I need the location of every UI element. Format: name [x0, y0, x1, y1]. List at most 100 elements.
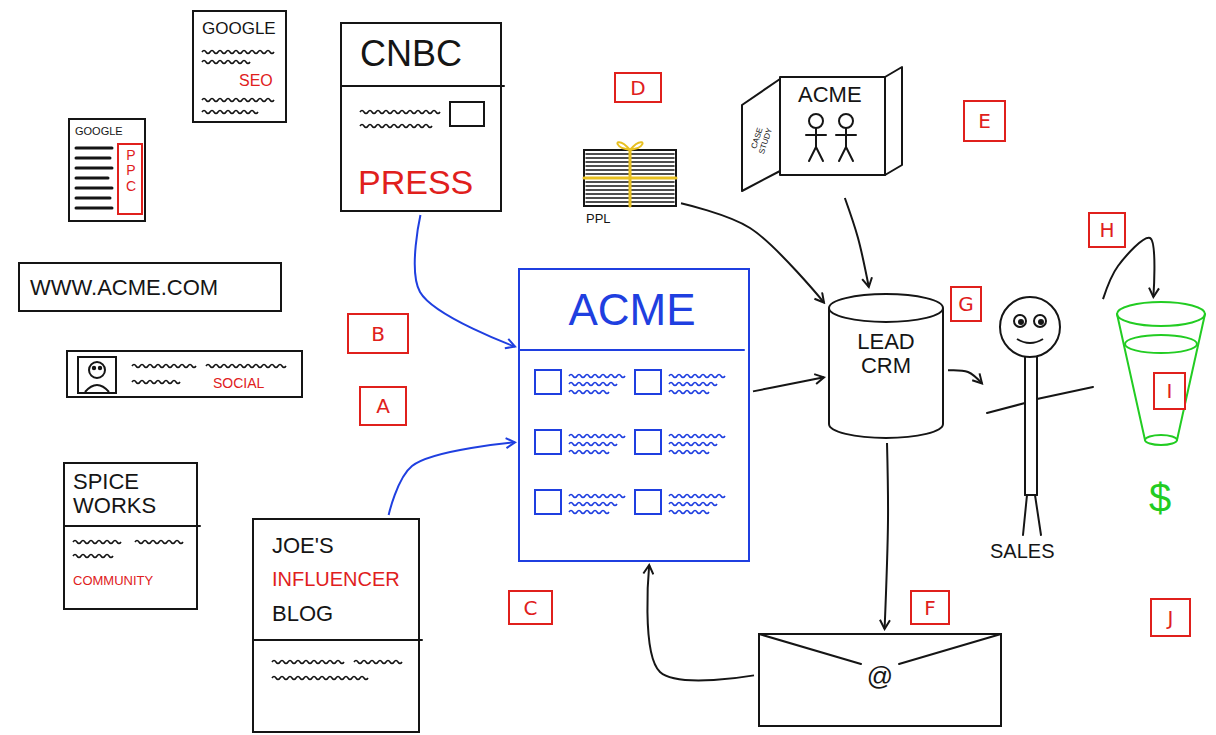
callout-letter: A: [359, 386, 407, 426]
flow-arrow: [389, 442, 515, 515]
sketch-stroke: [450, 102, 484, 126]
sketch-stroke: [202, 61, 250, 64]
callout-letter: D: [614, 72, 662, 103]
sketch-stroke: [535, 370, 561, 394]
callout-letter: J: [1150, 598, 1191, 637]
sketch-stroke: [669, 443, 717, 446]
social-profile: SOCIAL: [66, 350, 303, 398]
sketch-stroke: [742, 79, 780, 191]
sketch-stroke: [569, 495, 625, 498]
sketch-stroke: [1024, 357, 1026, 495]
sketch-stroke: [76, 177, 108, 180]
node-illustration: [985, 295, 1100, 570]
sketch-stroke: [1023, 495, 1027, 535]
sketch-stroke: [839, 147, 846, 161]
sketch-stroke: [829, 294, 943, 322]
sketch-stroke: [132, 381, 180, 384]
sketch-stroke: [76, 167, 112, 170]
node-text: $: [1149, 476, 1171, 520]
node-text: SPICE WORKS: [73, 470, 191, 518]
press-article: CNBC PRESS: [340, 22, 502, 212]
sketch-stroke: [569, 375, 625, 378]
sketch-stroke: [669, 511, 709, 514]
node-illustration: [1115, 300, 1207, 560]
sketch-stroke: [132, 365, 196, 368]
flow-arrow: [948, 370, 982, 383]
node-text: CNBC: [360, 34, 462, 74]
sketch-stroke: [254, 639, 422, 641]
sketch-stroke: [569, 391, 609, 394]
sketch-stroke: [360, 111, 440, 114]
node-text: SOCIAL: [213, 376, 264, 391]
sketch-stroke: [1036, 357, 1038, 495]
sketch-stroke: [73, 541, 121, 544]
sketch-stroke: [1019, 320, 1023, 324]
sketch-stroke: [76, 197, 110, 200]
sketch-stroke: [118, 144, 142, 214]
sketch-stroke: [202, 51, 274, 54]
sketch-stroke: [206, 365, 286, 368]
node-text: PRESS: [358, 164, 473, 201]
sketch-stroke: [272, 661, 344, 664]
node-text: INFLUENCER: [272, 568, 400, 590]
sketch-stroke: [809, 147, 816, 161]
sketch-stroke: [759, 634, 861, 664]
callout-letter: E: [963, 100, 1006, 142]
sketch-stroke: [272, 677, 368, 680]
sketch-stroke: [845, 128, 847, 147]
node-text: JOE'S: [272, 534, 334, 558]
sketch-stroke: [1034, 315, 1046, 327]
purchased-leads-gift: PPL: [582, 138, 678, 232]
node-text: PPL: [586, 212, 611, 226]
sales-funnel: $: [1115, 300, 1207, 560]
node-text: PPC: [124, 148, 138, 194]
sketch-stroke: [1039, 320, 1043, 324]
callout-letter: I: [1153, 372, 1186, 410]
sketch-stroke: [520, 349, 744, 351]
sketch-stroke: [76, 157, 110, 160]
sketch-stroke: [76, 207, 112, 210]
sketch-stroke: [669, 495, 725, 498]
flow-arrow: [753, 377, 824, 391]
sketch-stroke: [360, 125, 432, 128]
sketch-stroke: [569, 503, 617, 506]
node-text: SEO: [239, 72, 273, 90]
sketch-stroke: [535, 430, 561, 454]
sketch-stroke: [1035, 495, 1041, 535]
sketch-stroke: [89, 362, 105, 378]
sketch-stroke: [669, 435, 725, 438]
sketch-stroke: [617, 142, 642, 150]
sketch-stroke: [569, 511, 609, 514]
trade-show-booth: CASE STUDYACME: [740, 65, 905, 195]
sketch-stroke: [93, 367, 95, 369]
sketch-stroke: [78, 357, 116, 393]
sketch-stroke: [76, 147, 112, 150]
flow-arrow: [415, 215, 515, 347]
website-address: WWW.ACME.COM: [18, 262, 282, 312]
callout-letter: F: [910, 590, 950, 625]
node-text: BLOG: [272, 602, 333, 626]
sketch-stroke: [669, 451, 709, 454]
flow-arrow: [885, 443, 888, 629]
node-text: WWW.ACME.COM: [30, 276, 218, 300]
sketch-stroke: [669, 503, 717, 506]
sketch-stroke: [635, 370, 661, 394]
sketch-stroke: [635, 490, 661, 514]
node-text: COMMUNITY: [73, 574, 153, 588]
node-text: ACME: [798, 83, 862, 107]
company-website: ACME: [518, 268, 750, 562]
sketch-stroke: [73, 555, 113, 558]
sketch-stroke: [1014, 315, 1026, 327]
community-site: SPICE WORKS COMMUNITY: [63, 462, 198, 610]
sketch-stroke: [846, 147, 853, 161]
sketch-stroke: [584, 150, 676, 206]
sketch-stroke: [815, 128, 817, 147]
node-text: GOOGLE: [202, 20, 276, 39]
sketch-stroke: [885, 67, 902, 175]
node-text: SALES: [990, 540, 1054, 562]
sketch-stroke: [1145, 435, 1177, 445]
sketch-stroke: [1117, 314, 1145, 440]
sketch-stroke: [780, 77, 885, 175]
sketch-stroke: [535, 490, 561, 514]
sketch-stroke: [569, 435, 625, 438]
